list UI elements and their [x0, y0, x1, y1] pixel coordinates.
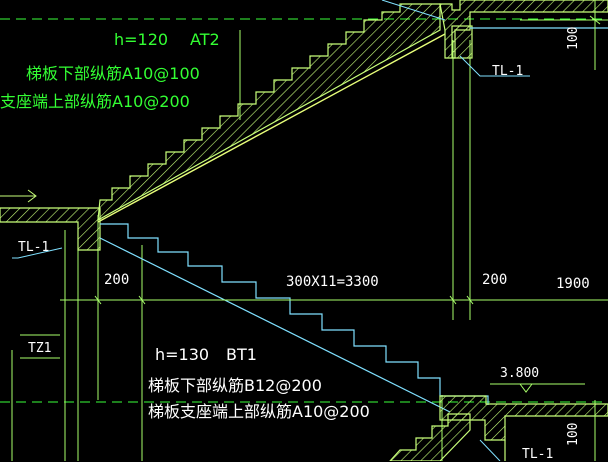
dim-left-seat: 200 — [104, 272, 130, 288]
horizontal-dimension-line — [20, 295, 608, 359]
lower-flight-support-rebar: 梯板支座端上部纵筋A10@200 — [148, 402, 370, 421]
dim-beam-depth-bottom: 100 — [566, 422, 581, 446]
lower-flight-next-slab — [389, 413, 471, 461]
lower-flight-bt1 — [99, 223, 489, 413]
left-landing — [0, 189, 101, 251]
dim-beam-depth-top: 100 — [566, 26, 581, 50]
dim-right-seat: 200 — [482, 272, 508, 288]
lower-flight-bottom-rebar: 梯板下部纵筋B12@200 — [148, 376, 322, 395]
lower-flight-soffit — [99, 237, 451, 413]
reference-dashed-lines — [0, 18, 608, 403]
depth-dimension-markers — [589, 0, 601, 461]
upper-flight-soffit — [97, 33, 446, 223]
upper-flight-h-label: h=120 — [114, 30, 169, 49]
elevation-label: 3.800 — [500, 366, 540, 381]
tag-beam-left: TL-1 — [18, 240, 50, 255]
dim-landing: 1900 — [556, 276, 590, 292]
top-landing — [381, 0, 608, 59]
bottom-right-landing — [389, 383, 608, 461]
upper-flight-at2 — [97, 3, 446, 223]
lower-flight-h-label: h=130 — [155, 345, 210, 364]
upper-flight-name: AT2 — [190, 30, 220, 49]
lower-flight-name: BT1 — [226, 345, 257, 364]
upper-flight-bottom-rebar: 梯板下部纵筋A10@100 — [26, 64, 200, 83]
tag-column: TZ1 — [28, 341, 52, 356]
tag-leaders — [12, 55, 530, 461]
upper-flight-slab — [97, 3, 441, 222]
vertical-extension-lines — [11, 19, 608, 461]
left-landing-slab — [0, 207, 101, 251]
top-beam-tl1 — [451, 25, 473, 59]
upper-flight-support-rebar: 支座端上部纵筋A10@200 — [0, 92, 190, 111]
dim-run: 300X11=3300 — [286, 274, 379, 290]
tag-beam-bottom-right: TL-1 — [522, 447, 554, 462]
lower-flight-steps — [100, 223, 489, 405]
tag-beam-right-top: TL-1 — [492, 64, 524, 79]
top-landing-slab — [439, 0, 608, 59]
